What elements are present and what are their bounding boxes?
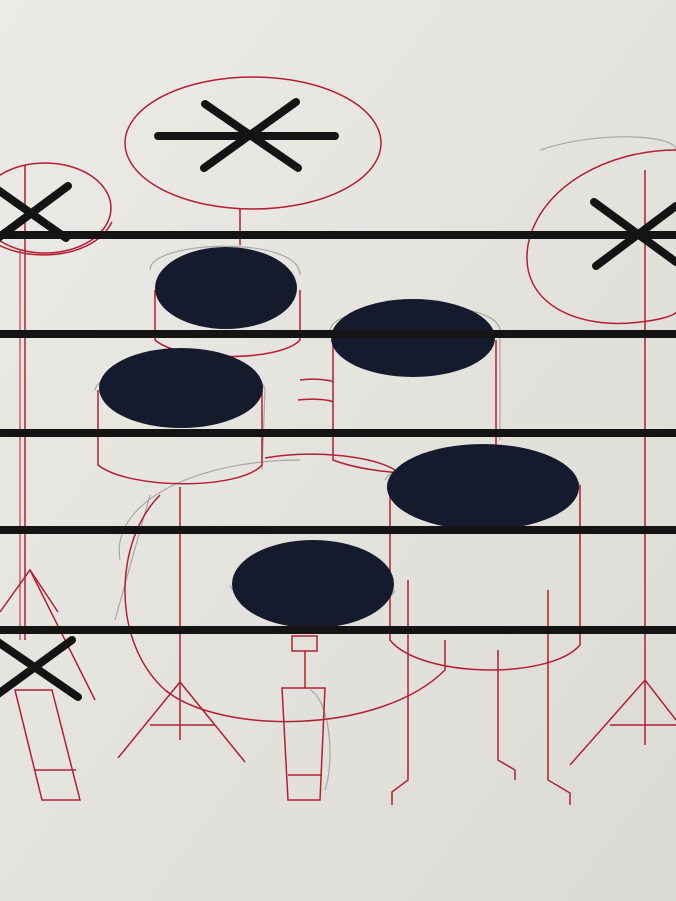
red-pencil-outlines bbox=[0, 76, 676, 805]
bass-drum-outline bbox=[124, 494, 446, 723]
x-notehead-icon bbox=[0, 182, 72, 242]
snare-stand-legs bbox=[117, 680, 246, 763]
high-tom-notehead bbox=[155, 247, 297, 329]
floor-tom-leg-left bbox=[391, 580, 409, 805]
drum-note-heads bbox=[99, 247, 579, 628]
floor-tom-notehead bbox=[387, 444, 579, 530]
asterisk-notehead-icon bbox=[154, 98, 339, 172]
music-staff bbox=[0, 231, 676, 634]
tom-mount bbox=[297, 378, 334, 403]
floor-tom-leg-right bbox=[547, 590, 571, 805]
hi-hat-pedal bbox=[14, 689, 81, 801]
floor-tom-leg-mid bbox=[497, 650, 516, 780]
hi-hat-stand-legs bbox=[0, 568, 96, 701]
x-notehead-icon bbox=[0, 636, 82, 701]
floor-tom-shell bbox=[389, 485, 581, 671]
crash-cymbal-outline bbox=[124, 76, 382, 210]
ride-stand-legs bbox=[569, 678, 676, 766]
hi-hat-top-outline bbox=[0, 162, 112, 254]
ride-cymbal-outline bbox=[526, 149, 676, 325]
x-notehead-icon bbox=[590, 198, 676, 270]
bass-drum-notehead bbox=[232, 540, 394, 628]
snare-notehead bbox=[99, 348, 263, 428]
snare-shell bbox=[97, 390, 263, 485]
bass-pedal-board bbox=[281, 687, 326, 801]
